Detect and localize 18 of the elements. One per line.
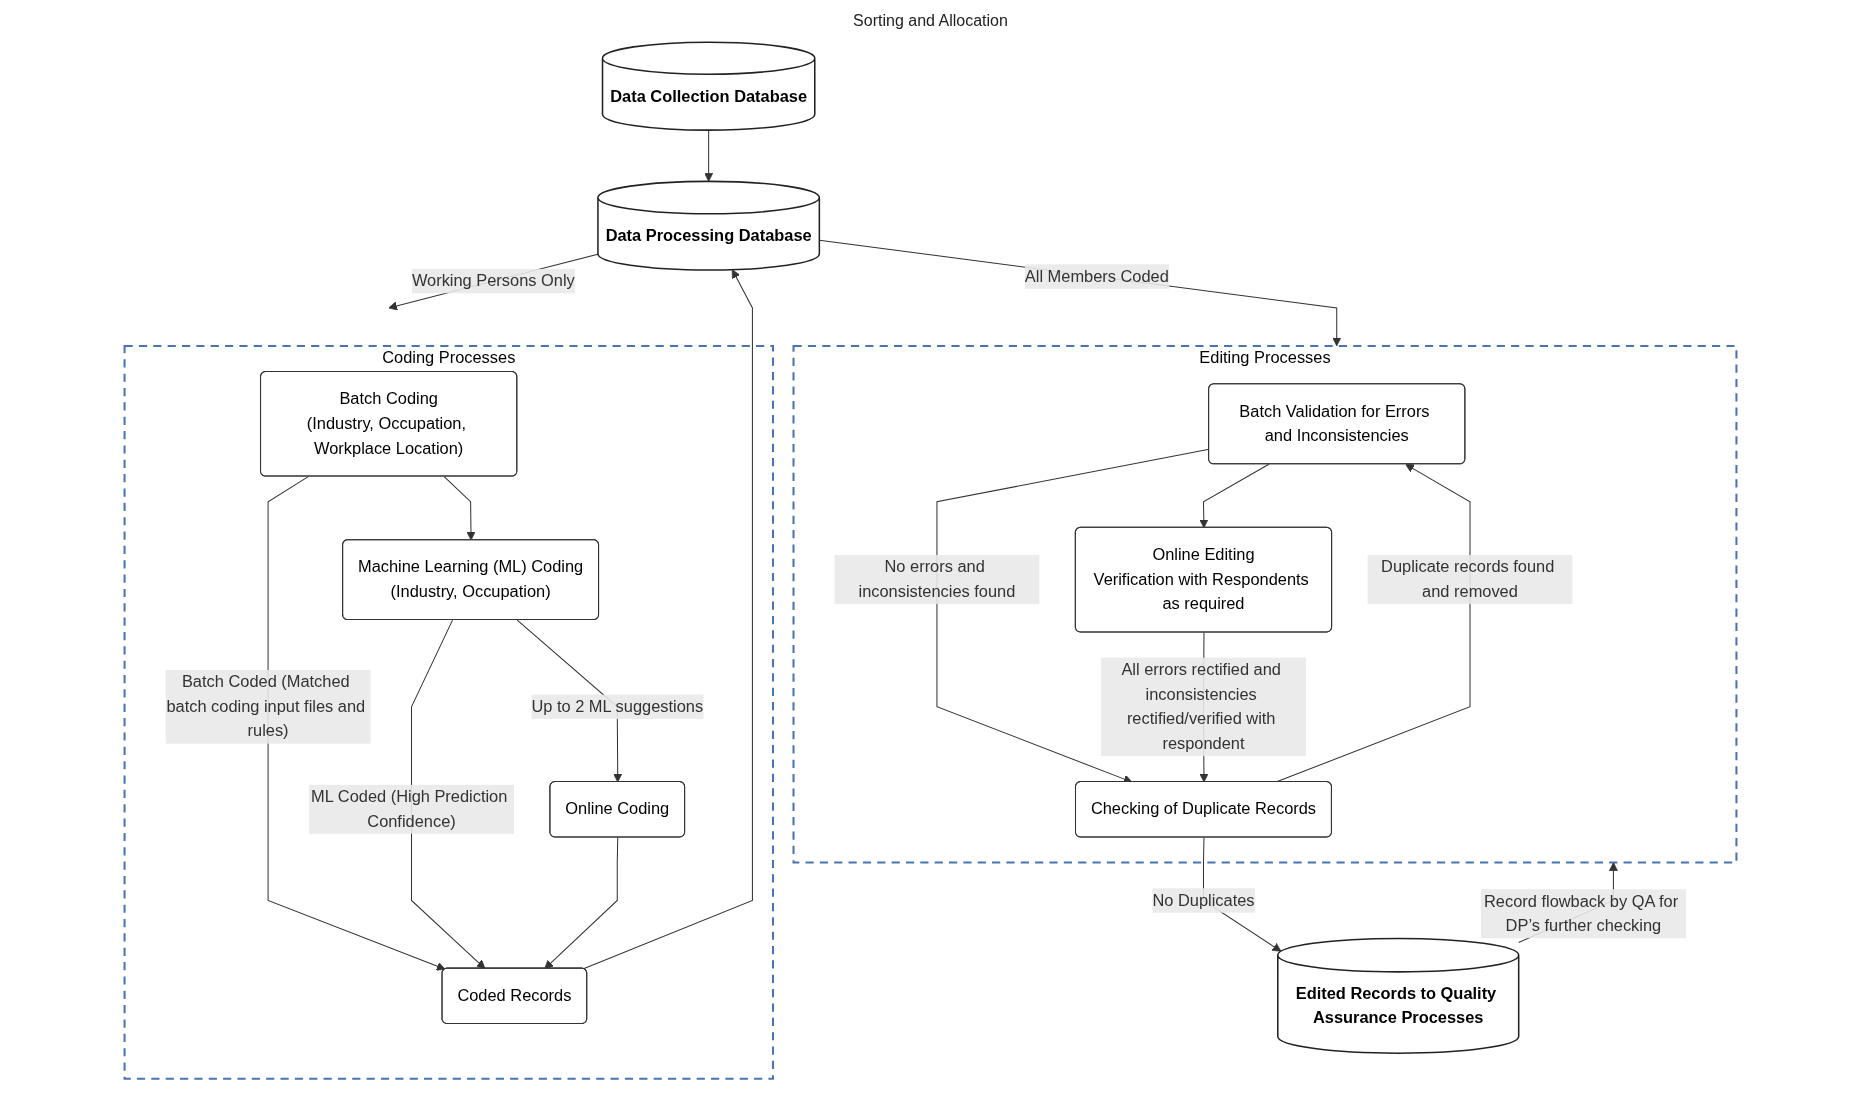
arrow bbox=[583, 269, 753, 970]
edge-label: Up to 2 ML suggestions bbox=[531, 697, 704, 715]
arrow bbox=[388, 253, 599, 311]
edge-label: Working Persons Only bbox=[411, 271, 575, 290]
note-text: Sorting and Allocation bbox=[853, 12, 1008, 29]
edge-label: Duplicate records found and removed bbox=[1381, 558, 1555, 601]
edge-label: Record flowback by QA for DP’s further checking bbox=[1484, 892, 1679, 935]
edge-label: No errors and inconsistencies found bbox=[858, 558, 1016, 601]
edge-label: All errors rectified and inconsistencies rectified/verified with respondent bbox=[1121, 660, 1281, 752]
arrow bbox=[544, 836, 619, 970]
edge-label: No Duplicates bbox=[1152, 891, 1255, 909]
edge-label: ML Coded (High Prediction Confidence) bbox=[311, 787, 508, 830]
arrow bbox=[818, 239, 1342, 347]
arrow bbox=[704, 129, 714, 182]
edge-label: All Members Coded bbox=[1024, 267, 1169, 285]
arrow bbox=[1199, 463, 1270, 529]
edge-label: Batch Coded (Matched batch coding input files and rules) bbox=[166, 672, 366, 740]
arrow bbox=[443, 476, 476, 541]
